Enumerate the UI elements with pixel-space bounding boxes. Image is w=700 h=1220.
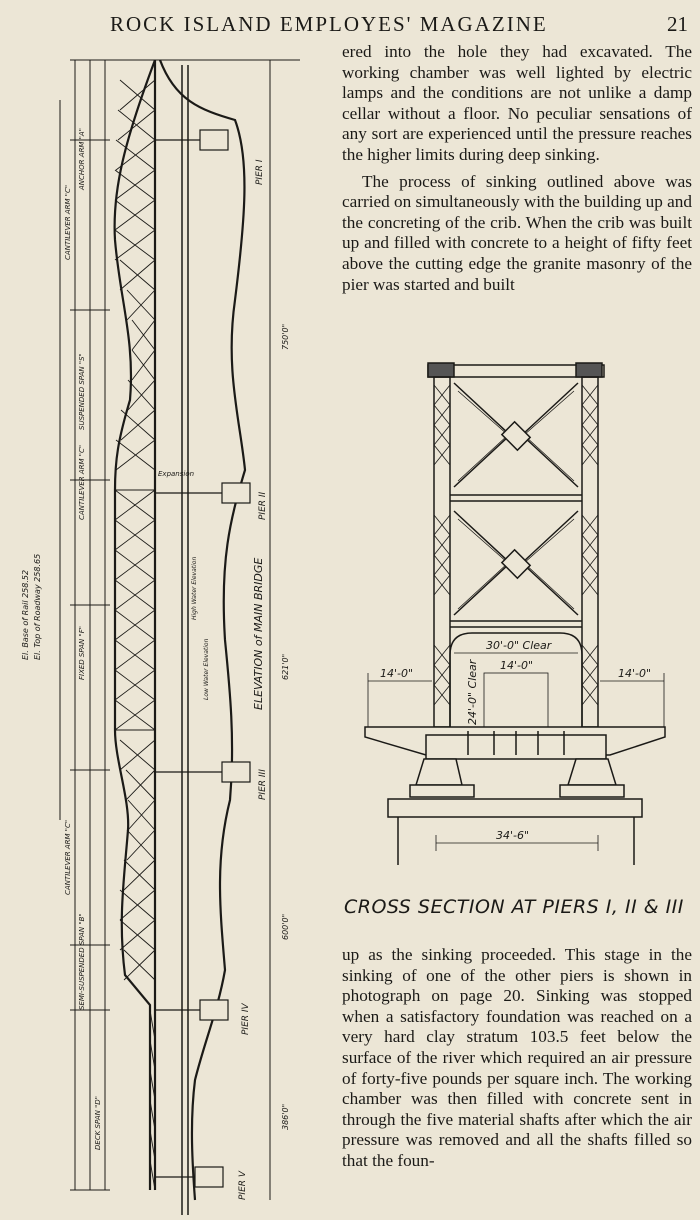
span-label-cantilever-1: CANTILEVER ARM "C" xyxy=(64,185,72,260)
page-number: 21 xyxy=(667,12,688,36)
bridge-elevation-drawing: PIER I PIER II PIER III PIER IV PIER V E… xyxy=(21,59,300,1215)
right-width-label: 14'-0" xyxy=(618,667,651,680)
paragraph-2: The process of sinking outlined above wa… xyxy=(342,171,692,294)
figure-caption: CROSS SECTION AT PIERS I, II & III xyxy=(344,896,684,918)
span-label-fixed: FIXED SPAN "F" xyxy=(78,626,86,680)
left-width-label: 14'-0" xyxy=(380,667,413,680)
center-width-label: 14'-0" xyxy=(500,659,533,672)
span-label-semi-suspended: SEMI-SUSPENDED SPAN "B" xyxy=(78,913,86,1010)
water-note-high: High Water Elevation xyxy=(191,557,198,620)
clear-width-label: 30'-0" Clear xyxy=(486,639,553,652)
pier-label-2: PIER II xyxy=(258,491,268,520)
span-label-suspended: SUSPENDED SPAN "S" xyxy=(78,353,86,430)
pier-label-1: PIER I xyxy=(255,159,265,185)
dimension-2: 621'0" xyxy=(281,654,290,680)
page-header: ROCK ISLAND EMPLOYES' MAGAZINE 21 xyxy=(0,8,700,38)
paragraph-3: up as the sinking proceeded. This stage … xyxy=(342,945,692,1170)
dimension-1: 750'0" xyxy=(281,324,290,350)
dimension-3: 600'0" xyxy=(281,914,290,940)
span-label-cantilever-3: CANTILEVER ARM "C" xyxy=(64,820,72,895)
pier-label-4: PIER IV xyxy=(241,1002,251,1035)
pier-label-3: PIER III xyxy=(258,769,268,800)
dimension-4: 386'0" xyxy=(281,1104,290,1130)
span-label-anchor: ANCHOR ARM "A" xyxy=(78,128,86,191)
span-label-deck: DECK SPAN "D" xyxy=(94,1096,102,1150)
pier-label-5: PIER V xyxy=(238,1170,248,1200)
article-text-top: ered into the hole they had excavated. T… xyxy=(342,42,692,295)
clear-height-label: 24'-0" Clear xyxy=(466,658,479,725)
elevation-title: ELEVATION of MAIN BRIDGE xyxy=(252,558,265,710)
paragraph-1: ered into the hole they had excavated. T… xyxy=(342,42,692,164)
base-width-label: 34'-6" xyxy=(496,829,529,842)
cross-section-drawing: 30'-0" Clear 14'-0" 14'-0" 14'-0" 24'-0"… xyxy=(364,362,666,865)
water-note-low: Low Water Elevation xyxy=(203,638,210,700)
side-note-roadway: El. Top of Roadway 258.65 xyxy=(33,554,42,660)
article-text-bottom: up as the sinking proceeded. This stage … xyxy=(342,945,692,1172)
magazine-title: ROCK ISLAND EMPLOYES' MAGAZINE xyxy=(110,12,548,36)
expansion-label: Expansion xyxy=(158,470,194,478)
span-label-cantilever-2: CANTILEVER ARM "C" xyxy=(78,445,86,520)
side-note-rail: El. Base of Rail 258.52 xyxy=(21,570,30,660)
